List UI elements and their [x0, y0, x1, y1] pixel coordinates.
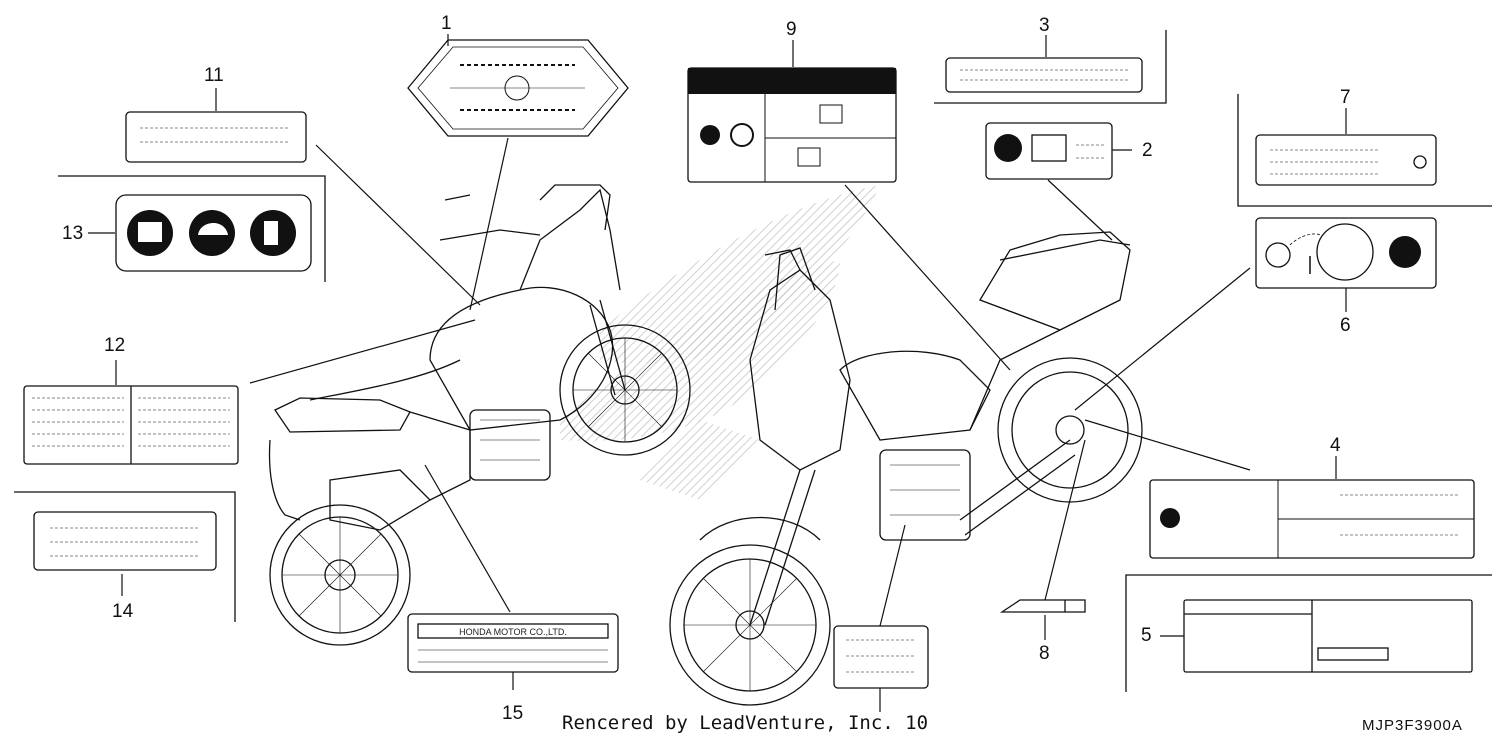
callout-13: 13: [62, 223, 84, 244]
diagram-code: MJP3F3900A: [1362, 717, 1463, 734]
callout-11: 11: [204, 65, 224, 86]
left-motorcycle: [268, 184, 691, 646]
label-10: [833, 625, 929, 689]
watermark-logo: [560, 185, 880, 500]
label-7: [1255, 134, 1437, 186]
leader-lines: [88, 34, 1347, 712]
callout-14: 14: [112, 601, 134, 622]
label-13-icons: [115, 194, 312, 272]
callout-15: 15: [502, 703, 524, 724]
label-6: [1255, 217, 1437, 289]
label-3: [945, 57, 1143, 93]
callout-6: 6: [1340, 315, 1351, 336]
callout-8: 8: [1039, 643, 1050, 664]
callout-9: 9: [786, 19, 797, 40]
callout-3: 3: [1039, 15, 1050, 36]
label-14: [33, 511, 217, 571]
callout-7: 7: [1340, 87, 1351, 108]
callout-1: 1: [441, 13, 452, 34]
label-15-maker-plate: [407, 613, 619, 673]
callout-12: 12: [104, 335, 126, 356]
label-9-load: [687, 67, 897, 183]
label-12: [23, 385, 239, 465]
label-2: [985, 122, 1113, 180]
label-4: [1149, 479, 1475, 559]
rendered-by-credit: Rencered by LeadVenture, Inc. 10: [562, 712, 929, 734]
section-dividers: [14, 30, 1492, 692]
label-1-diamond: [407, 39, 629, 137]
right-motorcycle: [669, 231, 1143, 706]
maker-plate-text: HONDA MOTOR CO.,LTD.: [459, 627, 567, 637]
callout-5: 5: [1141, 625, 1152, 646]
callout-2: 2: [1142, 140, 1153, 161]
label-8: [999, 599, 1086, 613]
label-5: [1183, 599, 1473, 673]
callout-4: 4: [1330, 435, 1341, 456]
label-11: [125, 111, 307, 163]
